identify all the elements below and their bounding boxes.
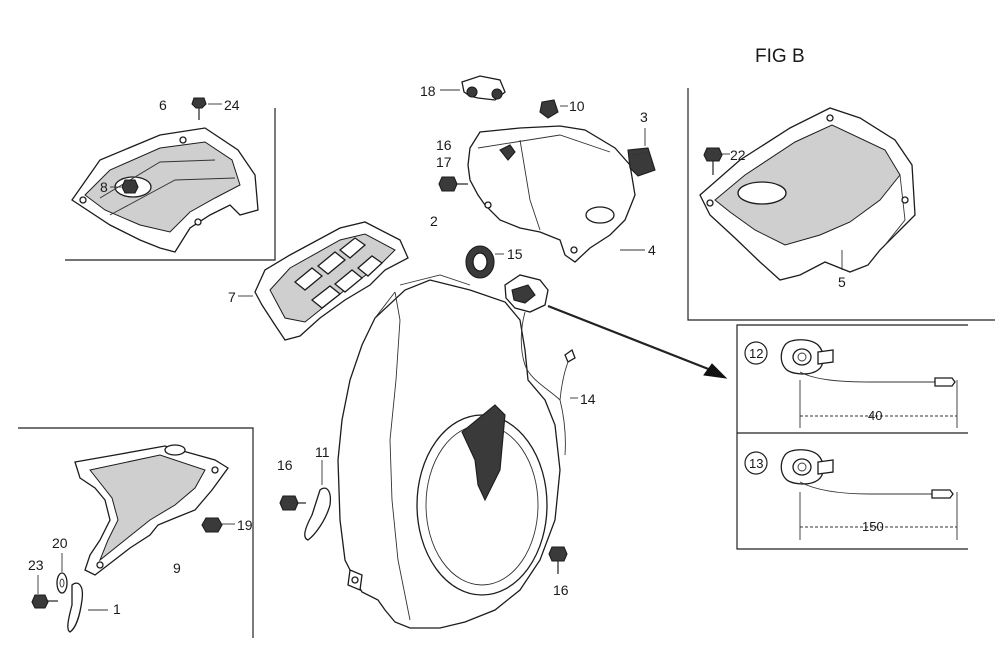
fig-b-label: FIG B — [755, 46, 805, 67]
part-8-nut — [110, 179, 139, 194]
leader-arrow — [547, 304, 728, 379]
callout-18: 18 — [420, 83, 436, 99]
callout-22: 22 — [730, 147, 746, 163]
callout-24: 24 — [224, 97, 240, 113]
callout-16-upper: 16 — [436, 137, 452, 153]
fig-b-part-22-bolt — [703, 147, 730, 175]
part-1-clip — [67, 582, 108, 633]
part-17-bolt — [438, 176, 468, 192]
fig-b-part-5-cover — [699, 107, 916, 281]
box-top-left — [65, 108, 276, 261]
box-detail — [736, 324, 968, 550]
callout-17: 17 — [436, 154, 452, 170]
callout-7: 7 — [228, 289, 236, 305]
callout-20: 20 — [52, 535, 68, 551]
callout-10: 10 — [569, 98, 585, 114]
callout-2: 2 — [430, 213, 438, 229]
callout-16-lower: 16 — [553, 582, 569, 598]
box-fig-b — [687, 88, 995, 321]
part-11-clip — [304, 460, 332, 541]
part-9-plate — [74, 444, 229, 576]
callout-4: 4 — [648, 242, 656, 258]
part-4-cover-plate — [467, 125, 645, 263]
part-16-bolt-lower-right — [548, 546, 568, 574]
part-15-grommet — [465, 245, 504, 279]
callout-3: 3 — [640, 109, 648, 125]
dimension-150: 150 — [862, 519, 884, 534]
part-20-washer — [56, 553, 68, 594]
callout-23: 23 — [28, 557, 44, 573]
part-3-clip — [627, 128, 656, 177]
part-7-guide-plate — [238, 221, 409, 341]
part-18-bracket — [440, 75, 506, 101]
callout-15: 15 — [507, 246, 523, 262]
part-19-nut — [201, 517, 235, 533]
callout-19: 19 — [237, 517, 253, 533]
callout-13: 13 — [749, 456, 763, 471]
part-16-bolt-mid-left — [279, 495, 306, 511]
part-2-fan-cover — [337, 274, 561, 629]
part-6-top-cover — [71, 127, 259, 253]
callout-9: 9 — [173, 560, 181, 576]
detail-12 — [744, 339, 958, 428]
callout-6: 6 — [159, 97, 167, 113]
dimension-40: 40 — [868, 408, 882, 423]
part-23-bolt — [31, 575, 58, 609]
callout-5-figb: 5 — [838, 274, 846, 290]
callout-12: 12 — [749, 346, 763, 361]
detail-13 — [744, 449, 958, 540]
part-24-bolt — [191, 97, 222, 120]
callout-11: 11 — [315, 444, 330, 460]
callout-1: 1 — [113, 601, 121, 617]
callout-8: 8 — [100, 179, 108, 195]
callout-14: 14 — [580, 391, 596, 407]
part-14-stop-switch — [504, 274, 578, 456]
part-10-clip — [539, 99, 568, 119]
callout-16-mid: 16 — [277, 457, 293, 473]
box-bottom-left — [18, 427, 254, 638]
